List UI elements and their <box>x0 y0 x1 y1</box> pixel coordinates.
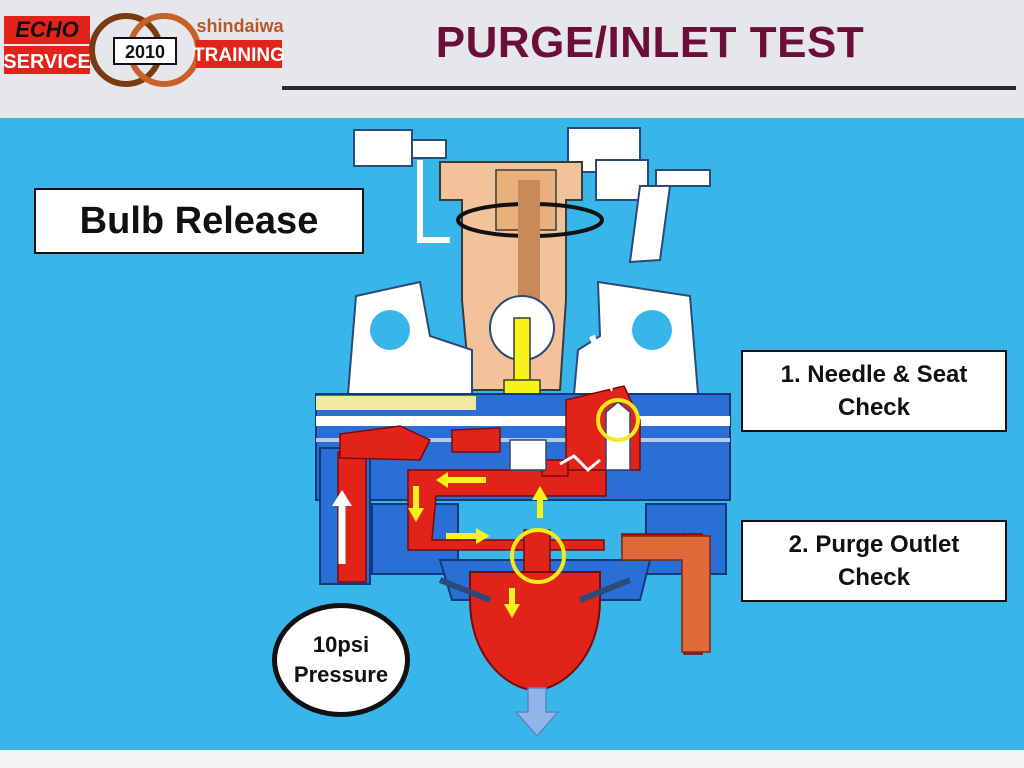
svg-text:TRAINING: TRAINING <box>193 45 285 66</box>
flow-arrow-icon <box>436 472 486 488</box>
needle-seat-assembly <box>509 401 631 473</box>
pressure-label: Pressure <box>293 662 389 687</box>
title-underline <box>282 86 1016 90</box>
carburetor-body <box>315 393 731 601</box>
svg-text:SERVICE: SERVICE <box>4 51 91 73</box>
slide-title: PURGE/INLET TEST <box>435 18 865 67</box>
throttle-body <box>439 161 604 391</box>
flow-arrow-icon <box>589 334 616 392</box>
callout-line: Check <box>837 394 911 421</box>
check-circle-icon <box>596 398 640 442</box>
flow-arrows <box>332 334 616 618</box>
svg-text:shindaiwa: shindaiwa <box>196 16 284 36</box>
stage-label: Bulb Release <box>34 188 364 254</box>
flow-arrow-icon <box>408 486 424 522</box>
callout-line: 2. Purge Outlet <box>788 531 960 558</box>
flow-arrow-icon <box>332 490 352 564</box>
flow-arrow-icon <box>446 528 490 544</box>
check-circle-icon <box>510 528 566 584</box>
bottom-strip <box>0 750 1024 768</box>
flow-arrow-icon <box>532 486 548 518</box>
svg-text:ECHO: ECHO <box>15 17 79 42</box>
callout-line: Check <box>837 564 911 591</box>
flow-arrow-icon <box>504 588 520 618</box>
svg-text:2010: 2010 <box>125 42 165 62</box>
pressure-badge: 10psi Pressure <box>272 603 410 717</box>
pressure-value: 10psi <box>312 632 370 657</box>
needle-seat-callout: 1. Needle & Seat Check <box>741 350 1007 432</box>
outlet-arrow-icon <box>514 687 560 738</box>
echo-shindaiwa-training-logo: ECHO SERVICE 2010 shindaiwa TRAINING <box>4 13 285 87</box>
purge-bulb <box>438 571 632 692</box>
purge-outlet-tube <box>621 535 711 653</box>
purge-outlet-callout: 2. Purge Outlet Check <box>741 520 1007 602</box>
callout-line: 1. Needle & Seat <box>780 361 968 388</box>
